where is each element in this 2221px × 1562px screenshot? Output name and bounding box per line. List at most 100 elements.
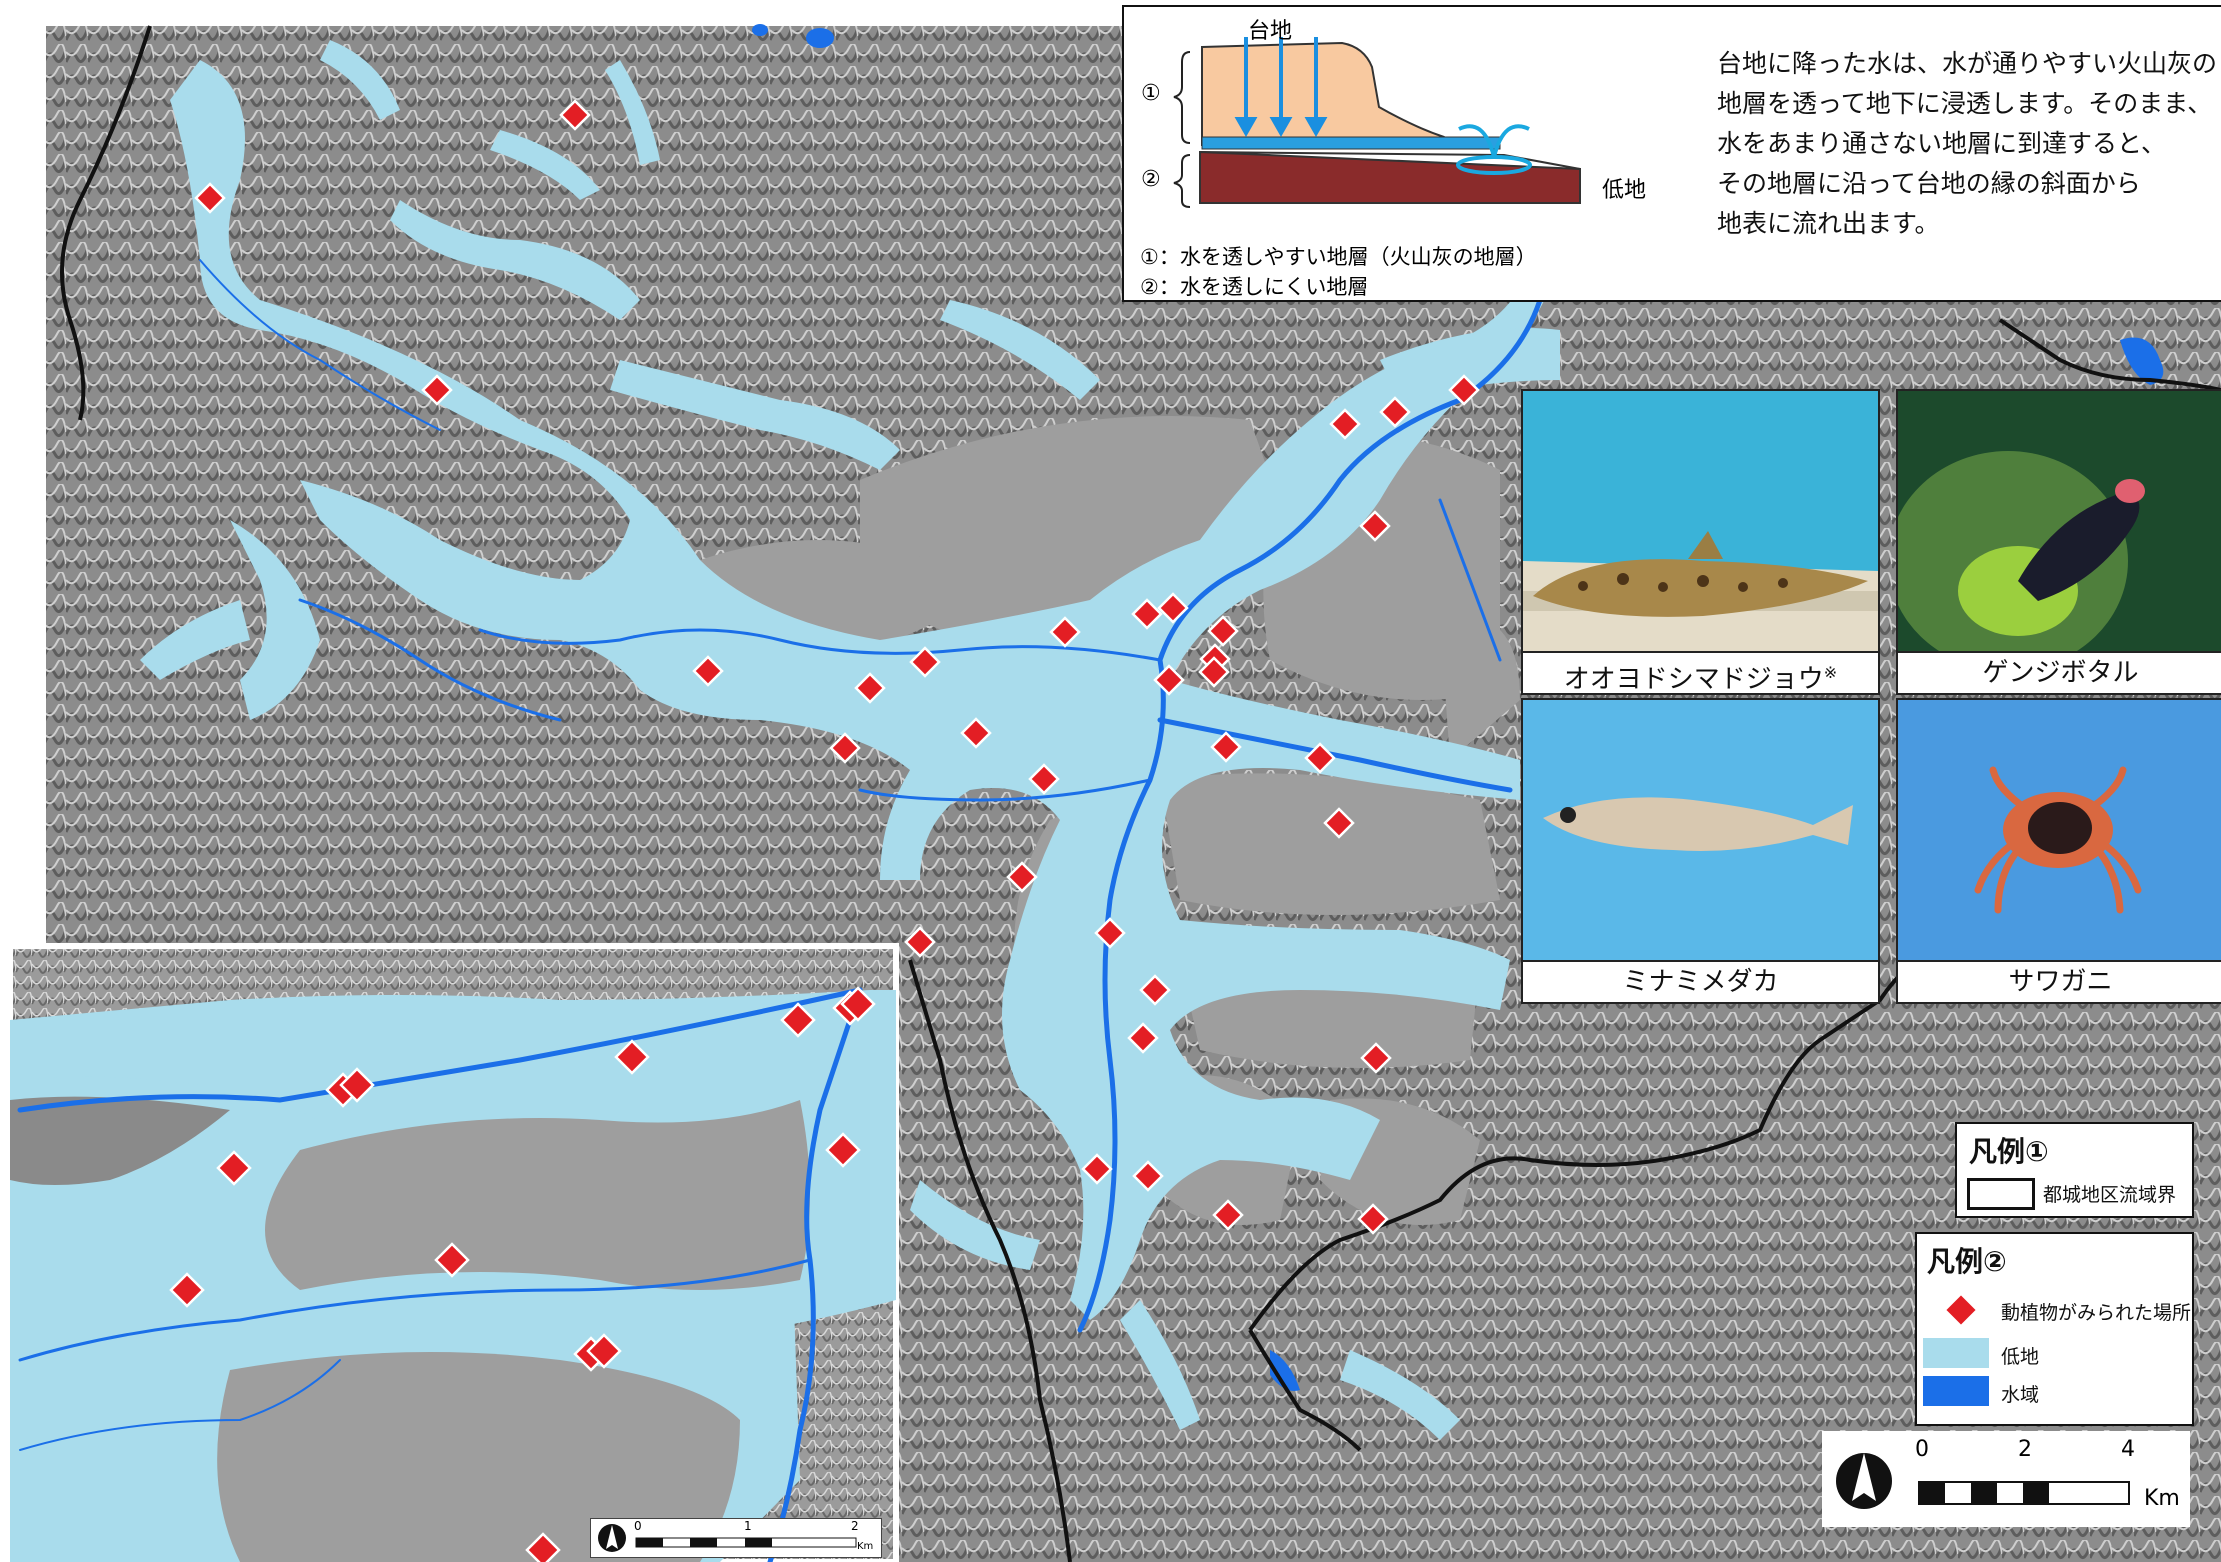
photo-firefly: ゲンジボタル — [1896, 389, 2221, 695]
legend-features: 凡例② 動植物がみられた場所 低地 水域 — [1915, 1232, 2194, 1426]
scale-main-bar — [1918, 1481, 2130, 1505]
crab-picture — [1898, 700, 2221, 962]
water-bodies — [752, 24, 2164, 1391]
observation-marker-32 — [1357, 1203, 1389, 1235]
inset-map — [7, 943, 899, 1562]
caption-medaka: ミナミメダカ — [1523, 960, 1878, 1002]
inset-marker-7 — [169, 1272, 205, 1308]
observation-marker-4 — [1379, 396, 1411, 428]
scale-inset-bar — [635, 1537, 857, 1548]
explanation-line-3: 水をあまり通さない地層に到達すると、 — [1717, 129, 2167, 158]
inset-observation-markers — [169, 986, 876, 1562]
firefly-picture — [1898, 391, 2221, 653]
inset-marker-5 — [216, 1150, 252, 1186]
observation-marker-12 — [1157, 592, 1189, 624]
lowland-diagram-label: 低地 — [1602, 178, 1647, 203]
observation-marker-29 — [1081, 1153, 1113, 1185]
inset-marker-2 — [780, 1002, 816, 1038]
explanation-line-2: 地層を透って地下に浸透します。そのまま、 — [1717, 89, 2213, 118]
observation-marker-1 — [194, 182, 226, 214]
observation-marker-7 — [692, 655, 724, 687]
marker-swatch — [1943, 1292, 1979, 1328]
caption-loach: オオヨドシマドジョウ※ — [1523, 651, 1878, 693]
inset-north-arrow-icon — [598, 1524, 626, 1552]
observation-marker-8 — [909, 646, 941, 678]
observation-marker-13 — [1207, 615, 1239, 647]
observation-markers — [194, 99, 1480, 1235]
boundary-label: 都城地区流域界 — [2043, 1184, 2177, 1206]
lowland-swatch — [1923, 1338, 1989, 1368]
observation-marker-11 — [1131, 598, 1163, 630]
inset-marker-dup1 — [586, 1333, 622, 1369]
photo-loach: オオヨドシマドジョウ※ — [1521, 389, 1880, 695]
observation-marker-22 — [1323, 807, 1355, 839]
observation-marker-18 — [829, 732, 861, 764]
boundary-swatch — [1967, 1178, 2035, 1210]
water-swatch — [1923, 1376, 1989, 1406]
scale-main-2: 2 — [2018, 1437, 2032, 1462]
inset-marker-0 — [614, 1039, 650, 1075]
scale-main-unit: Km — [2144, 1486, 2180, 1511]
scale-main-4: 4 — [2121, 1437, 2135, 1462]
explanation-line-1: 台地に降った水は、水が通りやすい火山灰の — [1717, 49, 2218, 78]
observation-marker-31 — [1212, 1199, 1244, 1231]
caption-firefly: ゲンジボタル — [1898, 651, 2221, 693]
basin-boundary — [60, 25, 2221, 1562]
lowland-label: 低地 — [2001, 1346, 2040, 1368]
observation-marker-23 — [1006, 861, 1038, 893]
caption-loach-text: オオヨドシマドジョウ — [1563, 664, 1824, 695]
caption-crab: サワガニ — [1898, 960, 2221, 1002]
note-layer1: ①：水を透しやすい地層（火山灰の地層） — [1140, 245, 1537, 269]
scale-inset-0: 0 — [634, 1519, 642, 1533]
inset-marker-9 — [525, 1532, 561, 1562]
layer1-number: ① — [1141, 81, 1161, 106]
observation-marker-15 — [1198, 656, 1230, 688]
observation-marker-6 — [1359, 510, 1391, 542]
explanation-line-4: その地層に沿って台地の縁の斜面から — [1717, 169, 2141, 198]
observation-marker-9 — [854, 672, 886, 704]
scale-inset-unit: Km — [857, 1541, 874, 1552]
observation-marker-19 — [1028, 763, 1060, 795]
legend-boundary: 凡例① 都城地区流域界 — [1955, 1122, 2194, 1218]
observation-marker-20 — [1210, 731, 1242, 763]
observation-marker-30 — [1132, 1160, 1164, 1192]
inset-marker-dup2 — [339, 1067, 375, 1103]
observation-marker-28 — [1360, 1042, 1392, 1074]
legend2-title: 凡例② — [1927, 1245, 2007, 1278]
inset-marker-6 — [434, 1242, 470, 1278]
observation-marker-17 — [960, 717, 992, 749]
photo-medaka: ミナミメダカ — [1521, 698, 1880, 1004]
observation-marker-3 — [1329, 408, 1361, 440]
observation-marker-26 — [1139, 974, 1171, 1006]
observation-marker-27 — [1127, 1022, 1159, 1054]
observation-marker-21 — [1304, 742, 1336, 774]
water-label: 水域 — [2001, 1384, 2040, 1406]
observation-marker-0 — [559, 99, 591, 131]
medaka-picture — [1523, 700, 1878, 962]
inset-marker-dup0 — [840, 986, 876, 1022]
scale-inset-1: 1 — [744, 1519, 752, 1533]
explanation-line-5: 地表に流れ出ます。 — [1717, 209, 1940, 238]
scale-main-0: 0 — [1915, 1437, 1929, 1462]
spring-icon — [1456, 124, 1532, 175]
explanation-text: 台地に降った水は、水が通りやすい火山灰の 地層を透って地下に浸透します。そのまま… — [1717, 44, 2217, 244]
scale-bar-main: 0 2 4 Km — [1822, 1431, 2190, 1527]
caption-loach-mark: ※ — [1823, 663, 1838, 682]
scale-bar-inset: 0 1 2 Km — [590, 1518, 882, 1558]
observation-marker-16 — [1153, 664, 1185, 696]
north-arrow-icon — [1836, 1453, 1892, 1509]
plateau-label: 台地 — [1248, 19, 1293, 44]
marker-label: 動植物がみられた場所 — [2001, 1302, 2192, 1324]
observation-marker-24 — [904, 926, 936, 958]
note-layer2: ②：水を透しにくい地層 — [1140, 275, 1369, 299]
layer2-number: ② — [1141, 167, 1161, 192]
observation-marker-10 — [1049, 616, 1081, 648]
observation-marker-25 — [1094, 917, 1126, 949]
inset-marker-4 — [825, 1132, 861, 1168]
photo-crab: サワガニ — [1896, 698, 2221, 1004]
observation-marker-2 — [421, 374, 453, 406]
scale-inset-2: 2 — [851, 1519, 859, 1533]
groundwater-diagram-box: 台地 ① ② 低地 ①：水を透しやすい地層（火山灰の地層） ②：水を透しにくい地… — [1122, 5, 2221, 302]
loach-picture — [1523, 391, 1878, 653]
rivers — [199, 259, 1543, 1333]
